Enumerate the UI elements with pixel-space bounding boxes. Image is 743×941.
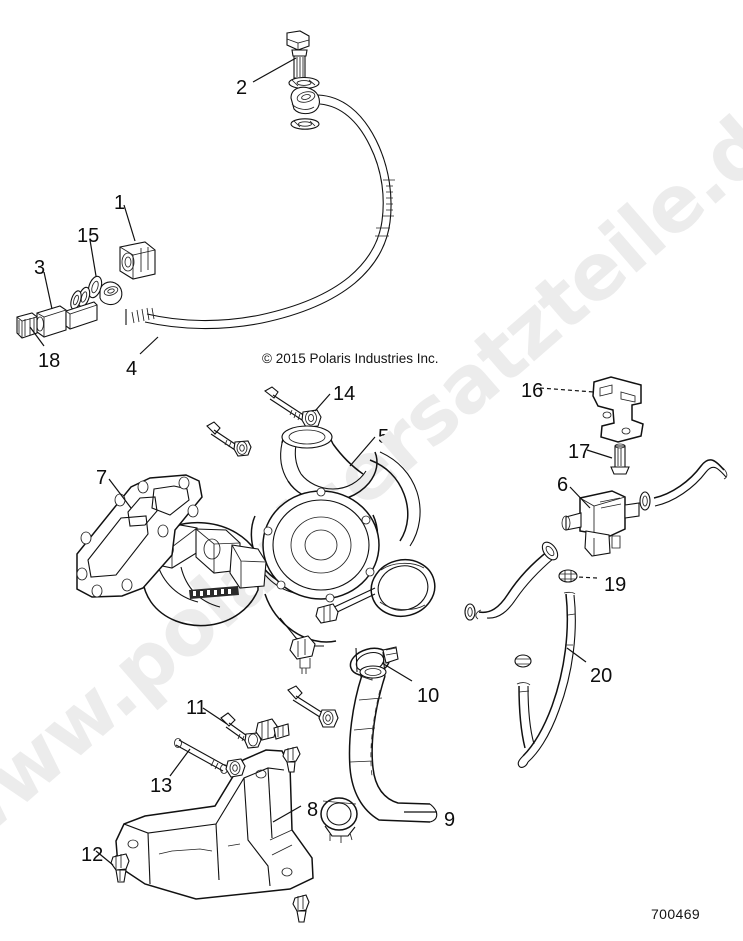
part-14-bolt-upper — [264, 386, 306, 421]
callout-8: 8 — [307, 799, 319, 821]
part-4-oil-feed-hose — [125, 94, 395, 330]
callout-6: 6 — [557, 474, 569, 496]
callout-15: 15 — [77, 225, 100, 247]
callout-16: 16 — [521, 380, 544, 402]
callout-12: 12 — [81, 844, 104, 866]
part-18-restrictor — [16, 312, 38, 339]
callout-17: 17 — [568, 441, 591, 463]
part-number-label: 700469 — [651, 906, 701, 922]
grommet-upper-right — [639, 491, 651, 511]
callout-20: 20 — [590, 665, 613, 687]
turbo-bolt-lower — [206, 421, 252, 457]
grommet-left-hose-end — [464, 603, 476, 621]
callout-3: 3 — [34, 257, 46, 279]
callout-19: 19 — [604, 574, 627, 596]
callout-7: 7 — [96, 467, 108, 489]
shield-bolt-d — [292, 894, 310, 923]
part-14-nut-upper — [301, 409, 322, 428]
copyright-notice: © 2015 Polaris Industries Inc. — [262, 351, 439, 366]
part-5-turbocharger — [250, 425, 436, 674]
part-15-washer-lower — [290, 118, 320, 130]
callout-11: 11 — [186, 697, 207, 719]
shield-bolt-c — [282, 746, 301, 773]
callout-9: 9 — [444, 809, 456, 831]
callout-10: 10 — [417, 685, 440, 707]
part-11-bolt — [220, 712, 262, 749]
part-13-stud — [174, 738, 228, 774]
part-16-solenoid-bracket — [592, 376, 644, 443]
part-9-coolant-hose — [348, 665, 438, 823]
part-13-nut — [225, 758, 246, 778]
shield-bolt-b — [287, 685, 339, 728]
part-7-manifold-gasket — [76, 474, 203, 598]
leader-lines — [29, 57, 613, 866]
part-1-fitting-nut — [119, 241, 156, 280]
callout-4: 4 — [126, 358, 138, 380]
callout-13: 13 — [150, 775, 173, 797]
callout-5: 5 — [378, 426, 390, 448]
oil-line-left-washers — [70, 286, 91, 310]
hose-stub-lower-right — [514, 654, 535, 749]
callout-18: 18 — [38, 350, 61, 372]
part-8-clamp — [320, 797, 358, 843]
part-17-bracket-screw — [610, 443, 630, 475]
callout-1: 1 — [114, 192, 126, 214]
part-19-clamp — [558, 569, 578, 583]
shield-bolt-a — [255, 718, 290, 741]
part-15-washers-upper — [288, 76, 320, 90]
callout-2: 2 — [236, 77, 248, 99]
part-3-fitting-body — [36, 301, 98, 338]
part-8-heat-shield — [115, 749, 314, 900]
oil-line-banjo-eye — [290, 86, 320, 115]
exhaust-manifold — [141, 521, 267, 627]
vacuum-hose-left — [475, 541, 559, 620]
oil-line-left-eye — [99, 281, 123, 306]
callout-14: 14 — [333, 383, 356, 405]
part-6-wastegate-solenoid — [561, 490, 640, 557]
part-20-vacuum-hose — [517, 591, 576, 768]
vacuum-hose-upper-right — [653, 459, 728, 507]
